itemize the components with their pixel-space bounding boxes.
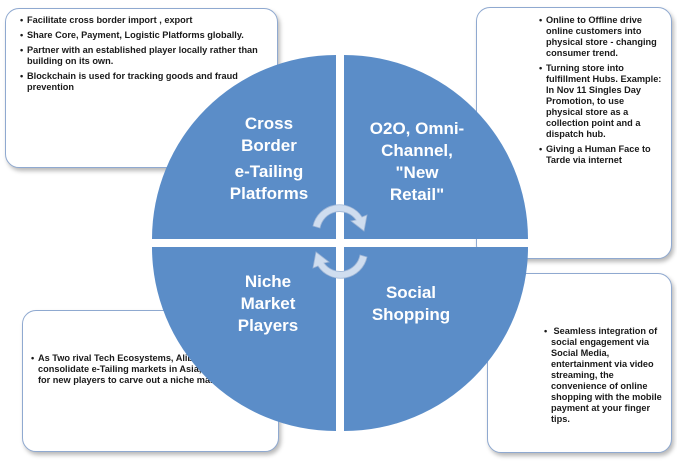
arrow-top-icon xyxy=(312,204,368,232)
callout-o2o: Online to Offline drive online customers… xyxy=(476,7,672,259)
quadrant-label-line: Retail" xyxy=(389,185,445,204)
quadrant-label-social-shopping: Social Shopping xyxy=(352,282,470,326)
quadrant-label-line: Cross xyxy=(244,114,294,133)
cycle-arrows-icon xyxy=(312,204,368,279)
quadrant-social-shopping xyxy=(344,247,528,431)
quadrant-label-line: Market xyxy=(240,294,296,313)
callout-bullet: As Two rival Tech Ecosystems, Alibaba an… xyxy=(31,353,268,386)
quadrant-label-line: Channel, xyxy=(381,141,453,160)
quadrant-label-line: Players xyxy=(237,316,299,335)
quadrant-label-niche-market: Niche Market Players xyxy=(212,271,324,337)
callout-bullet: Blockchain is used for tracking goods an… xyxy=(20,71,263,93)
callout-list: Facilitate cross border import , export … xyxy=(20,15,263,93)
callout-list: Seamless integration of social engagemen… xyxy=(544,326,665,425)
callout-bullet: Giving a Human Face to Tarde via interne… xyxy=(539,144,663,166)
quadrant-label-line: Shopping xyxy=(371,305,451,324)
callout-list: As Two rival Tech Ecosystems, Alibaba an… xyxy=(31,353,268,386)
quadrant-label-cross-border: Cross Border e-Tailing Platforms xyxy=(210,113,328,205)
quadrant-o2o xyxy=(344,55,528,239)
callout-bullet: Seamless integration of social engagemen… xyxy=(544,326,665,425)
callout-list: Online to Offline drive online customers… xyxy=(539,15,663,166)
callout-bullet: Facilitate cross border import , export xyxy=(20,15,263,26)
quadrant-label-line: Platforms xyxy=(229,184,309,203)
quadrant-niche-market xyxy=(152,247,336,431)
quadrant-label-o2o: O2O, Omni- Channel, "New Retail" xyxy=(346,118,488,206)
callout-bullet: Turning store into fulfillment Hubs. Exa… xyxy=(539,63,663,140)
arrow-bottom-icon xyxy=(312,251,368,279)
quadrant-label-line: O2O, Omni- xyxy=(369,119,465,138)
callout-bullet: Partner with an established player local… xyxy=(20,45,263,67)
quadrant-label-line: Social xyxy=(385,283,437,302)
quadrant-label-line: "New xyxy=(395,163,439,182)
quadrant-label-line: e-Tailing xyxy=(234,162,304,181)
callout-bullet: Online to Offline drive online customers… xyxy=(539,15,663,59)
quadrant-cross-border xyxy=(152,55,336,239)
quadrant-label-line: Niche xyxy=(244,272,292,291)
quadrant-label-line: Border xyxy=(241,136,297,155)
callout-bullet: Share Core, Payment, Logistic Platforms … xyxy=(20,30,263,41)
